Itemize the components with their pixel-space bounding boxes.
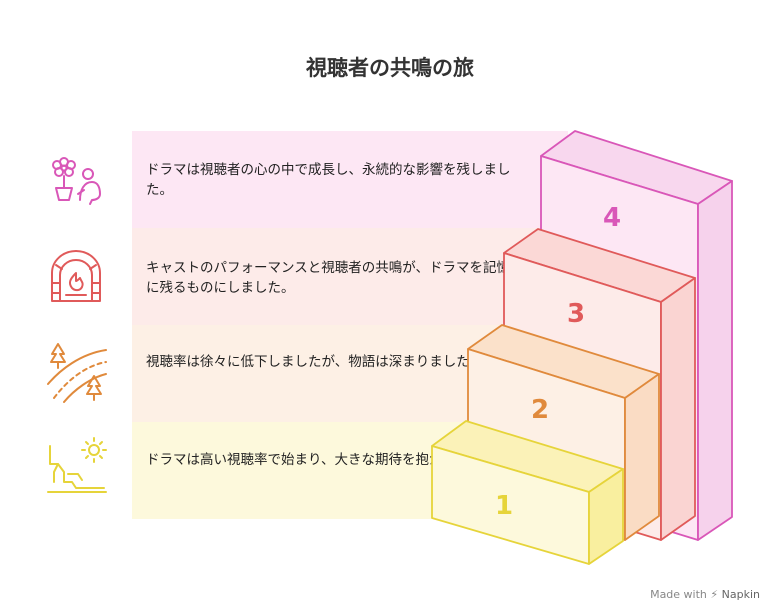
diagram-title: 視聴者の共鳴の旅 — [306, 56, 474, 80]
napkin-brand: Napkin — [721, 588, 760, 601]
step-text-4: ドラマは視聴者の心の中で成長し、永続的な影響を残しました。 — [146, 162, 511, 198]
step-text-3: キャストのパフォーマンスと視聴者の共鳴が、ドラマを記憶に残るものにしました。 — [146, 260, 510, 296]
step-number-3: 3 — [567, 299, 585, 329]
made-with-label: Made with — [650, 588, 707, 601]
stair-step-4 — [540, 130, 733, 541]
step-band-1 — [132, 422, 568, 519]
fireplace-icon — [44, 243, 108, 307]
step-band-3 — [132, 228, 568, 325]
step-band-4 — [132, 131, 568, 228]
napkin-logo-icon: ⚡ — [710, 588, 719, 601]
step-band-2 — [132, 325, 568, 422]
step-text-1: ドラマは高い視聴率で始まり、大きな期待を抱かせました。 — [146, 452, 510, 468]
flower-person-icon — [44, 148, 108, 212]
winding-road-trees-icon — [44, 340, 108, 404]
step-text-2: 視聴率は徐々に低下しましたが、物語は深まりました。 — [146, 354, 484, 370]
sunrise-cliff-icon — [44, 434, 108, 498]
napkin-watermark: Made with ⚡ Napkin — [650, 588, 760, 601]
step-number-4: 4 — [603, 203, 621, 233]
